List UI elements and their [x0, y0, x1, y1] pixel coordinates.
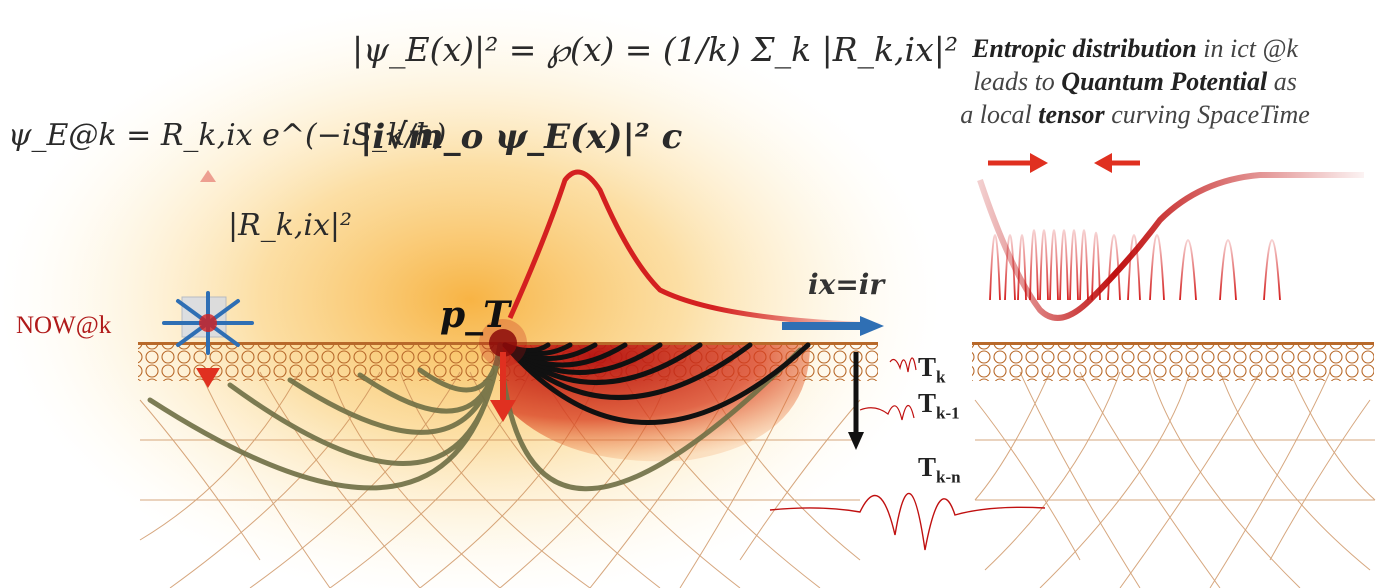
wavelet-tk — [889, 357, 917, 373]
label-t-k-n: Tk-n — [918, 452, 961, 487]
surface-band-right — [972, 343, 1374, 381]
wavelet-tk1 — [859, 404, 915, 421]
wave-packet-curve — [507, 169, 881, 328]
equation-amplitude-squared: |R_k,ix|² — [228, 208, 353, 243]
equation-energy-term: |i√m_o ψ_E(x)|² c — [360, 117, 683, 157]
label-t-k: Tk — [918, 352, 946, 387]
label-t-k-1: Tk-1 — [918, 388, 960, 423]
black-arcs — [502, 342, 811, 425]
entropic-annotation: Entropic distribution in ict @k leads to… — [960, 34, 1310, 129]
entropic-distribution-plot — [977, 153, 1364, 321]
now-burst-icon — [162, 291, 254, 355]
spacetime-lattice-right — [974, 371, 1376, 588]
label-now: NOW@k — [16, 312, 112, 339]
equation-probability-density: |ψ_E(x)|² = ℘(x) = (1/k) Σ_k |R_k,ix|² — [352, 30, 959, 69]
wavelet-tkn — [769, 493, 1046, 551]
point-pt-marker — [489, 329, 517, 357]
equation-wavefunction: ψ_E@k = R_k,ix e^(−iS_k/ħ) — [8, 118, 447, 153]
label-ix-axis: ix=ir — [808, 268, 885, 301]
label-point-pt: p_T — [440, 294, 510, 336]
green-arcs — [147, 342, 803, 492]
